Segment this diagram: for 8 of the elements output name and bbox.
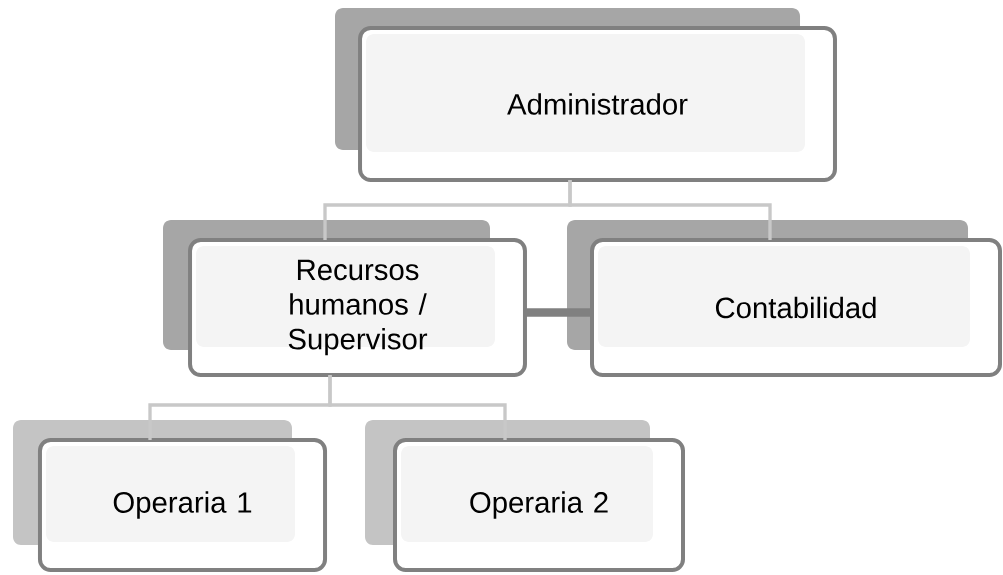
- connector-line: [525, 308, 592, 317]
- org-box: Recursos humanos / Supervisor: [163, 220, 527, 377]
- org-box: Operaria 1: [13, 420, 328, 572]
- org-box: Administrador: [335, 8, 837, 182]
- org-box: Operaria 2: [365, 420, 685, 572]
- connector-line: [328, 375, 507, 440]
- org-box: Contabilidad: [567, 220, 1002, 377]
- connector-line: [568, 180, 772, 240]
